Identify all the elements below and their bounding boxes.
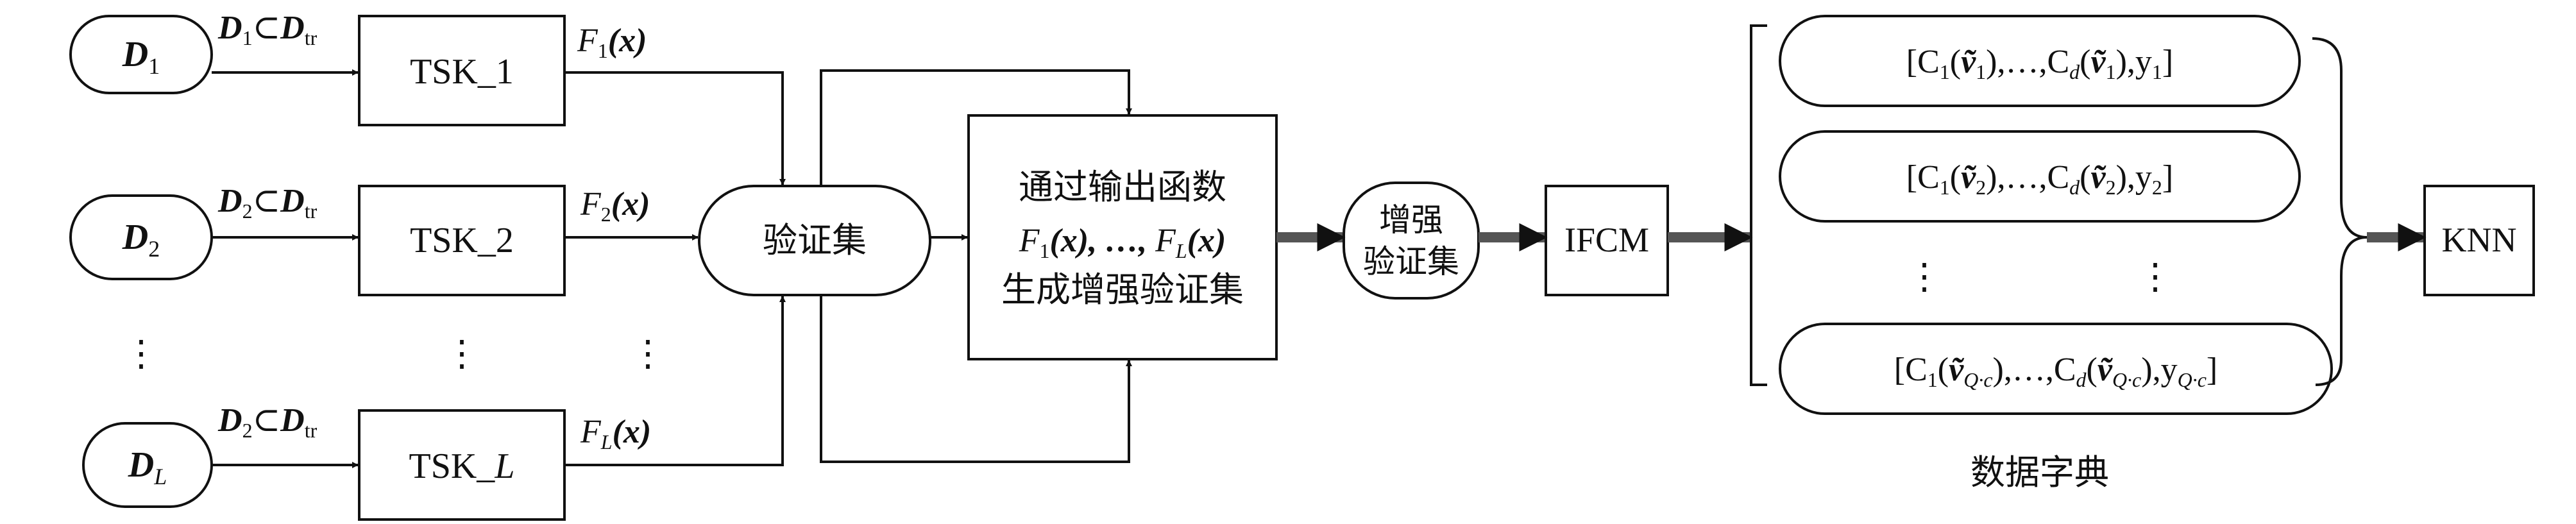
source-label-2: D2 [122, 217, 160, 262]
dictionary-caption: 数据字典 [1970, 452, 2109, 493]
subset-label-1: D1⊂Dtr [217, 10, 318, 49]
arrow-tsk1-validation [564, 71, 786, 185]
enhanced-set-line-2: 验证集 [1363, 243, 1459, 280]
tsk-label-1: TSK_1 [410, 52, 514, 92]
dictionary-right-brace [2312, 37, 2368, 386]
dictionary-row-2 [1779, 130, 2301, 223]
ellipsis-tsk: ⋮ [444, 334, 480, 374]
dictionary-row-text-1: [C1(ṽ1),…,Cd(ṽ1),y1] [1906, 44, 2174, 83]
arrow-tskL-validation [564, 296, 786, 466]
dictionary-row-text-Qc: [C1(ṽQ·c),…,Cd(ṽQ·c),yQ·c] [1894, 351, 2217, 391]
generator-line-3: 生成增强验证集 [1001, 269, 1244, 310]
subset-label-L: D2⊂Dtr [217, 402, 318, 442]
tsk-box-1 [358, 15, 566, 126]
output-label-1: F1(x) [577, 22, 647, 62]
validation-set-node [698, 185, 931, 296]
ifcm-label: IFCM [1564, 221, 1649, 259]
tsk-box-2 [358, 185, 566, 296]
knn-label: KNN [2442, 221, 2517, 259]
ellipsis-outputs: ⋮ [630, 334, 666, 374]
enhanced-set-node [1343, 182, 1480, 300]
dictionary-row-1 [1779, 15, 2301, 107]
output-label-2: F2(x) [580, 186, 650, 226]
generator-line-2: F1(x), …, FL(x) [1019, 223, 1226, 262]
output-label-L: FL(x) [580, 414, 651, 453]
validation-set-label: 验证集 [763, 220, 867, 260]
arrow-loop-top [820, 69, 1132, 186]
tsk-label-2: TSK_2 [410, 221, 514, 260]
ellipsis-dictionary-left: ⋮ [1906, 257, 1942, 297]
ellipsis-dictionary-right: ⋮ [2137, 257, 2173, 297]
ellipsis-sources: ⋮ [123, 334, 159, 374]
subset-label-2: D2⊂Dtr [217, 183, 318, 223]
source-node-1 [69, 15, 213, 94]
dictionary-left-bracket [1750, 24, 1767, 386]
enhanced-set-line-1: 增强 [1379, 201, 1443, 239]
tsk-label-L: TSK_L [409, 446, 515, 486]
generator-line-1: 通过输出函数 [1019, 167, 1226, 207]
source-label-1: D1 [122, 35, 160, 79]
arrow-loop-bottom [820, 295, 1132, 463]
dictionary-row-Qc [1779, 323, 2333, 415]
dictionary-row-text-2: [C1(ṽ2),…,Cd(ṽ2),y2] [1906, 159, 2174, 199]
source-label-L: DL [128, 445, 167, 489]
